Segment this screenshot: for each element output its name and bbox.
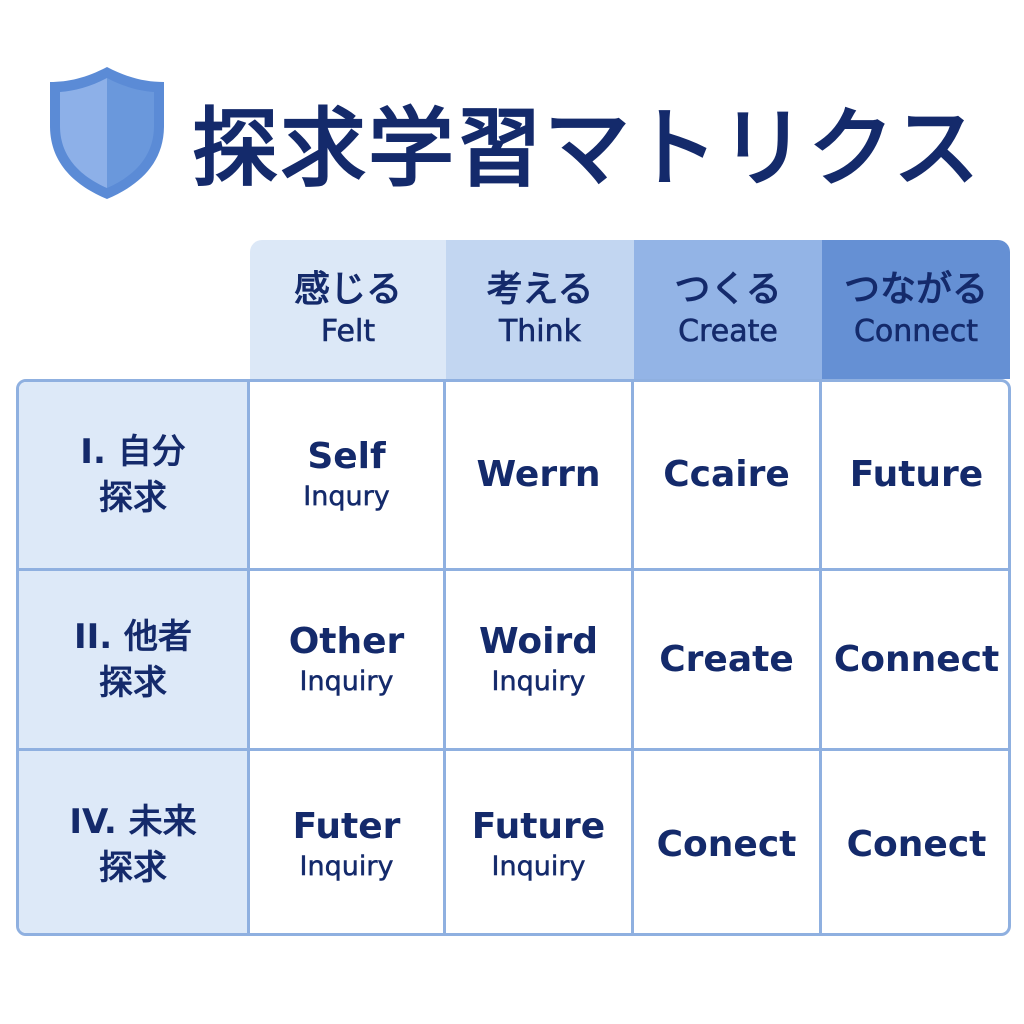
- cell-title: Conect: [656, 824, 797, 865]
- cell-title: Woird: [478, 620, 599, 662]
- cell-title: Create: [659, 638, 794, 680]
- cell-title: Werrn: [476, 454, 601, 495]
- column-header-jp: 考える: [486, 268, 594, 310]
- matrix-cell: Create: [634, 571, 822, 751]
- row-header: IV. 未来探求: [19, 751, 250, 933]
- cell-title: Future: [471, 806, 606, 847]
- matrix-cell: Werrn: [446, 382, 634, 571]
- column-header-en: Felt: [320, 313, 376, 349]
- matrix-cell: Connect: [822, 571, 1008, 751]
- row-header: I. 自分探求: [19, 382, 250, 571]
- matrix-cell: Ccaire: [634, 382, 822, 571]
- column-header-en: Create: [678, 313, 778, 349]
- column-header-jp: つくる: [674, 268, 782, 310]
- matrix-cell: Conect: [634, 751, 822, 933]
- column-header-en: Connect: [853, 313, 979, 349]
- row-label: IV. 未来: [69, 802, 197, 842]
- cell-title: Other: [288, 620, 405, 662]
- cell-subtitle: Inquiry: [491, 665, 586, 697]
- row-label-sub: 探求: [99, 662, 167, 703]
- cell-title: Connect: [833, 638, 1000, 680]
- cell-title: Future: [849, 454, 984, 495]
- cell-subtitle: Inquiry: [491, 851, 586, 883]
- column-header-en: Think: [498, 313, 582, 349]
- column-header-jp: つながる: [843, 268, 988, 310]
- page-title: 探求学習マトリクス: [192, 99, 982, 199]
- row-header: II. 他者探求: [19, 571, 250, 751]
- cell-subtitle: Inquiry: [299, 665, 394, 697]
- row-label: II. 他者: [73, 616, 193, 657]
- cell-title: Futer: [292, 806, 401, 847]
- cell-subtitle: Inquiry: [299, 851, 394, 883]
- cell-title: Self: [307, 436, 386, 477]
- row-label-sub: 探求: [99, 848, 167, 888]
- cell-title: Ccaire: [663, 454, 790, 495]
- matrix-cell: Future: [822, 382, 1008, 571]
- cell-subtitle: Inqury: [303, 481, 390, 513]
- shield-icon: [50, 67, 164, 199]
- row-label: I. 自分: [80, 432, 186, 472]
- matrix-cell: Conect: [822, 751, 1008, 933]
- cell-title: Conect: [846, 824, 987, 865]
- row-label-sub: 探求: [99, 478, 167, 518]
- column-header-jp: 感じる: [293, 268, 402, 310]
